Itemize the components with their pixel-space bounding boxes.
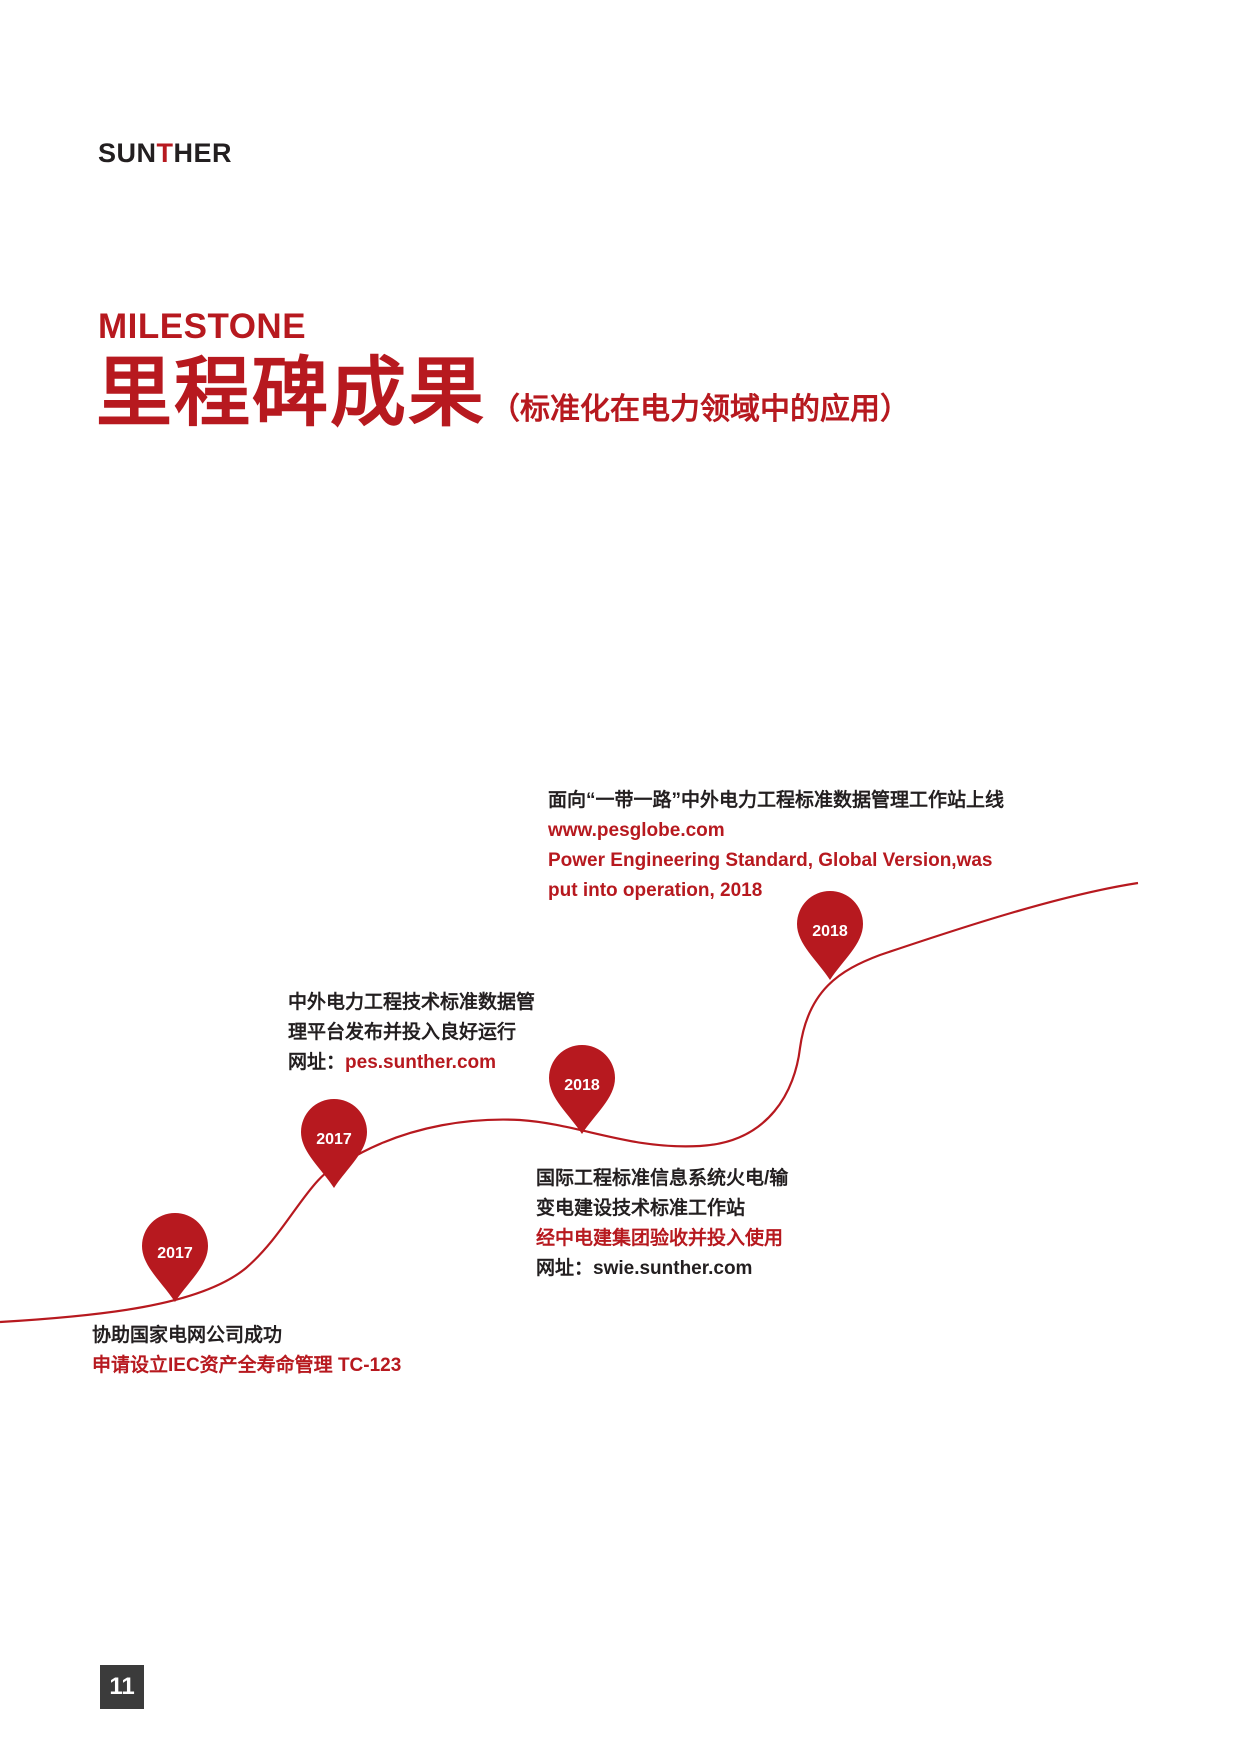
logo-text-post: HER (173, 138, 233, 168)
milestone-highlight: 经中电建集团验收并投入使用 (536, 1228, 784, 1249)
pin-year-label: 2018 (812, 923, 848, 940)
pin-year-label: 2017 (157, 1245, 193, 1262)
logo: SUNTHER (98, 140, 232, 167)
milestone-url-line: 网址：pes.sunther.com (288, 1048, 535, 1078)
milestone-line: 国际工程标准信息系统火电/输 (536, 1168, 789, 1189)
milestone-highlight: 申请设立IEC资产全寿命管理 TC-123 (92, 1355, 402, 1376)
milestone-english-line: put into operation, 2018 (548, 880, 763, 901)
pin-year-label: 2018 (564, 1077, 600, 1094)
milestone-line: 中外电力工程技术标准数据管 (288, 992, 536, 1013)
logo-text-pre: SUN (98, 138, 157, 168)
milestone-english-line: Power Engineering Standard, Global Versi… (548, 850, 993, 871)
timeline-curve (0, 881, 1139, 1324)
page-number: 11 (100, 1665, 144, 1709)
milestone-text-2: 中外电力工程技术标准数据管 理平台发布并投入良好运行 网址：pes.sunthe… (288, 988, 535, 1078)
pin-marker-icon (797, 891, 863, 980)
milestone-line: 协助国家电网公司成功 (92, 1325, 283, 1346)
milestone-text-4: 面向“一带一路”中外电力工程标准数据管理工作站上线 www.pesglobe.c… (548, 786, 1004, 906)
milestone-line: 变电建设技术标准工作站 (536, 1198, 746, 1219)
pin-marker-icon (142, 1213, 208, 1302)
pin-marker-icon (301, 1099, 367, 1188)
pin-2017-a: 2017 (142, 1213, 208, 1302)
url-prefix: 网址： (288, 1052, 346, 1073)
milestone-text-3: 国际工程标准信息系统火电/输 变电建设技术标准工作站 经中电建集团验收并投入使用… (536, 1164, 788, 1284)
page-title: 里程碑成果 (96, 351, 486, 436)
pin-year-label: 2017 (316, 1131, 352, 1148)
page-subtitle: （标准化在电力领域中的应用） (490, 393, 910, 426)
pin-2018-a: 2018 (549, 1045, 615, 1134)
milestone-line: 面向“一带一路”中外电力工程标准数据管理工作站上线 (548, 790, 1005, 811)
milestone-text-1: 协助国家电网公司成功 申请设立IEC资产全寿命管理 TC-123 (92, 1321, 401, 1381)
pin-2017-b: 2017 (301, 1099, 367, 1188)
logo-text-accent: T (156, 138, 174, 168)
milestone-url-link[interactable]: www.pesglobe.com (548, 820, 725, 841)
section-eyebrow: MILESTONE (98, 307, 307, 346)
milestone-url-line: 网址：swie.sunther.com (536, 1258, 753, 1279)
milestone-url-link[interactable]: pes.sunther.com (345, 1052, 497, 1073)
pin-2018-b: 2018 (797, 891, 863, 980)
pin-marker-icon (549, 1045, 615, 1134)
milestone-line: 理平台发布并投入良好运行 (288, 1022, 517, 1043)
page-title-row: 里程碑成果（标准化在电力领域中的应用） (96, 356, 910, 432)
